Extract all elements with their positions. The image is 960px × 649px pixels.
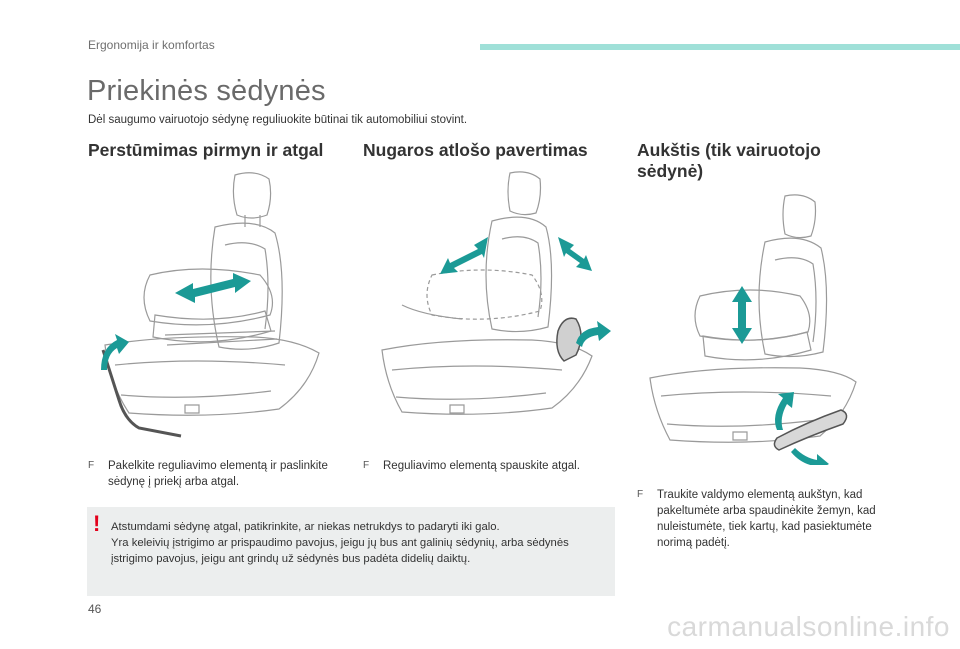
- bullet-slide-text: Pakelkite reguliavimo elementą ir paslin…: [108, 460, 328, 488]
- warning-text: Atstumdami sėdynę atgal, patikrinkite, a…: [111, 519, 609, 567]
- column-title-height: Aukštis (tik vairuotojo sėdynė): [637, 140, 821, 182]
- warning-line-2: Yra keleivių įstrigimo ar prispaudimo pa…: [111, 537, 569, 565]
- bullet-recline: F Reguliavimo elementą spauskite atgal.: [363, 458, 608, 474]
- page-title: Priekinės sėdynės: [87, 75, 326, 107]
- seat-slide-illustration: [101, 172, 320, 438]
- column-title-recline: Nugaros atlošo pavertimas: [363, 140, 588, 160]
- header-accent-bar: [480, 44, 960, 50]
- bullet-height-text: Traukite valdymo elementą aukštyn, kad p…: [657, 489, 876, 549]
- backrest-recline-illustration: [381, 171, 611, 415]
- warning-icon: !: [93, 511, 101, 536]
- intro-text: Dėl saugumo vairuotojo sėdynę reguliuoki…: [88, 114, 468, 126]
- warning-box: ! Atstumdami sėdynę atgal, patikrinkite,…: [87, 507, 615, 596]
- column-title-height-line2: sėdynė): [637, 161, 704, 181]
- bullet-height: F Traukite valdymo elementą aukštyn, kad…: [637, 487, 899, 551]
- bullet-mark: F: [637, 489, 644, 500]
- warning-line-1: Atstumdami sėdynę atgal, patikrinkite, a…: [111, 521, 500, 533]
- bullet-recline-text: Reguliavimo elementą spauskite atgal.: [383, 460, 580, 472]
- bullet-slide: F Pakelkite reguliavimo elementą ir pasl…: [88, 458, 350, 490]
- column-title-height-line1: Aukštis (tik vairuotojo: [637, 140, 821, 160]
- column-title-slide: Perstūmimas pirmyn ir atgal: [88, 140, 324, 160]
- section-label: Ergonomija ir komfortas: [88, 38, 215, 52]
- bullet-mark: F: [88, 460, 95, 471]
- bullet-mark: F: [363, 460, 370, 471]
- page-number: 46: [88, 602, 102, 616]
- seat-height-illustration: [649, 194, 857, 465]
- watermark: carmanualsonline.info: [667, 611, 950, 642]
